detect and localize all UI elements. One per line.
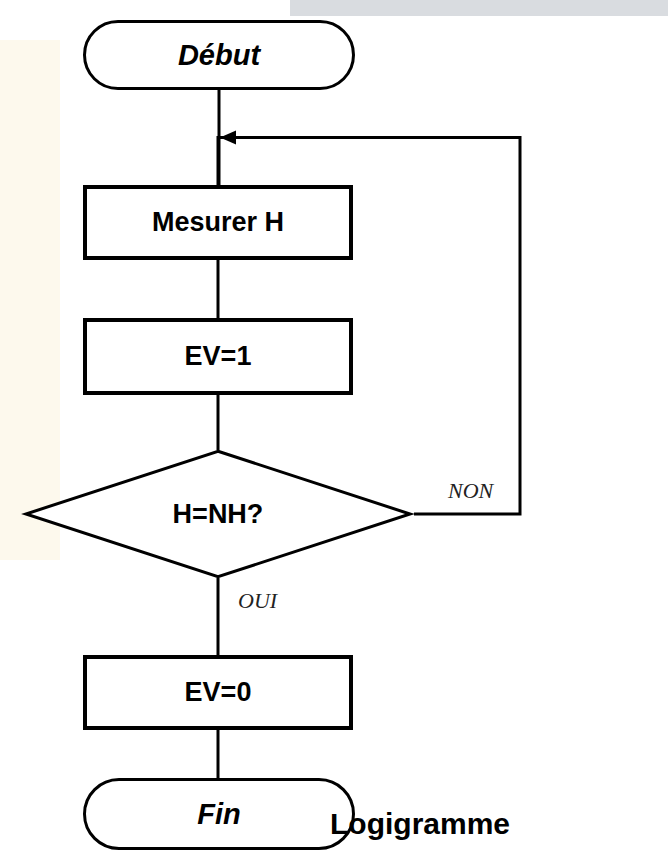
flow-connector [218, 578, 219, 655]
connector-line [217, 395, 220, 450]
terminal-end: Fin [83, 778, 355, 850]
node-text: Fin [197, 798, 241, 831]
connector-line [217, 730, 220, 778]
node-text: EV=1 [185, 341, 252, 372]
connector-line [217, 260, 220, 318]
photo-strip [290, 0, 668, 16]
branch-label: OUI [236, 588, 279, 614]
watermark-shade [0, 40, 60, 560]
flow-connector [218, 395, 219, 450]
terminal-start: Début [83, 20, 355, 90]
figure-caption-label: Logigramme [330, 807, 510, 841]
decision-diamond: H=NH? [22, 450, 414, 578]
node-text: EV=0 [185, 677, 252, 708]
process-box: Mesurer H [83, 185, 353, 260]
connector-line [217, 578, 220, 655]
node-text: Début [178, 39, 260, 72]
node-text: Mesurer H [152, 207, 284, 238]
node-text: H=NH? [173, 499, 264, 530]
arrowhead [220, 131, 236, 145]
process-box: EV=0 [83, 655, 353, 730]
diamond-shape [26, 451, 410, 576]
process-box: EV=1 [83, 318, 353, 395]
branch-label: NON [446, 478, 495, 504]
flow-connector [218, 730, 219, 778]
flow-connector [218, 260, 219, 318]
